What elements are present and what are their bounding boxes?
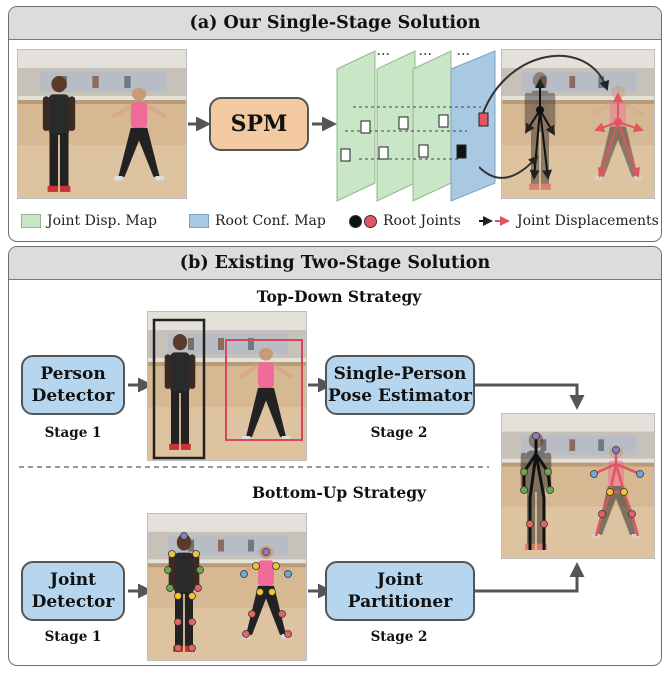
joint-detector-box: Joint Detector — [21, 561, 125, 621]
legend-joint-disp-map: Joint Disp. Map — [21, 213, 157, 229]
blue-swatch — [189, 214, 209, 228]
map-cell — [360, 120, 371, 134]
legend-root-conf-map: Root Conf. Map — [189, 213, 326, 229]
root-conf-map — [450, 50, 496, 202]
top-down-detection-image — [147, 311, 307, 461]
single-person-pose-estimator-box: Single-Person Pose Estimator — [325, 355, 475, 415]
map-cell-black-root — [456, 144, 467, 159]
joint-displacement-maps — [336, 50, 496, 202]
ellipsis-1: ... — [377, 47, 391, 58]
legend-joint-displacements-label: Joint Displacements — [517, 213, 659, 229]
person-bbox-red — [225, 339, 303, 441]
top-down-stage-2: Stage 2 — [370, 425, 428, 441]
top-down-stage-1: Stage 1 — [44, 425, 102, 441]
input-image — [17, 49, 187, 199]
panel-b-title: (b) Existing Two-Stage Solution — [9, 247, 661, 280]
green-swatch — [21, 214, 41, 228]
estimator-line2: Pose Estimator — [328, 386, 472, 406]
partitioner-line2: Partitioner — [347, 592, 453, 612]
bottom-up-joints-image — [147, 513, 307, 661]
legend-joint-displacements: Joint Displacements — [477, 213, 659, 229]
arrow-person-detector-to-image — [128, 378, 153, 392]
strategy-divider — [19, 466, 489, 468]
spm-box: SPM — [209, 97, 309, 151]
red-dot-icon — [364, 214, 377, 228]
ellipsis-3: ... — [457, 47, 471, 58]
joint-detector-line2: Detector — [31, 592, 115, 612]
top-down-strategy-title: Top-Down Strategy — [256, 287, 422, 306]
ellipsis-2: ... — [419, 47, 433, 58]
arrow-input-to-spm — [188, 117, 211, 131]
map-cell — [340, 148, 351, 162]
person-detector-line1: Person — [40, 364, 106, 384]
arrow-joint-detector-to-image — [128, 584, 153, 598]
curved-arrows-roots — [479, 54, 610, 179]
panel-single-stage: (a) Our Single-Stage Solution SPM ... — [8, 6, 662, 242]
joint-disp-map-2 — [376, 50, 416, 202]
person-detector-box: Person Detector — [21, 355, 125, 415]
bottom-up-strategy-title: Bottom-Up Strategy — [251, 483, 427, 502]
joint-disp-map-1 — [336, 50, 376, 202]
bottom-up-stage-1: Stage 1 — [44, 629, 102, 645]
map-cell — [438, 114, 449, 128]
bottom-up-stage-2: Stage 2 — [370, 629, 428, 645]
legend-root-joints: Root Joints — [349, 213, 461, 229]
panel-a-title: (a) Our Single-Stage Solution — [9, 7, 661, 40]
person-detector-line2: Detector — [31, 386, 115, 406]
map-cell — [378, 146, 389, 160]
person-bbox-black — [152, 318, 206, 460]
arrows-to-final-output — [475, 383, 585, 593]
legend-joint-disp-map-label: Joint Disp. Map — [47, 213, 158, 229]
arrow-spm-to-maps — [312, 117, 337, 131]
map-cell — [398, 116, 409, 130]
panel-two-stage: (b) Existing Two-Stage Solution Top-Down… — [8, 246, 662, 666]
displacement-arrows-icon — [479, 216, 510, 226]
legend-root-joints-label: Root Joints — [383, 213, 461, 229]
final-pose-output-image — [501, 413, 655, 559]
estimator-line1: Single-Person — [333, 364, 467, 384]
joint-detector-line1: Joint — [49, 570, 97, 590]
partitioner-line1: Joint — [376, 570, 424, 590]
joint-partitioner-box: Joint Partitioner — [325, 561, 475, 621]
legend-root-conf-map-label: Root Conf. Map — [215, 213, 326, 229]
black-dot-icon — [349, 214, 362, 228]
map-cell — [418, 144, 429, 158]
output-pose-image — [501, 49, 655, 199]
